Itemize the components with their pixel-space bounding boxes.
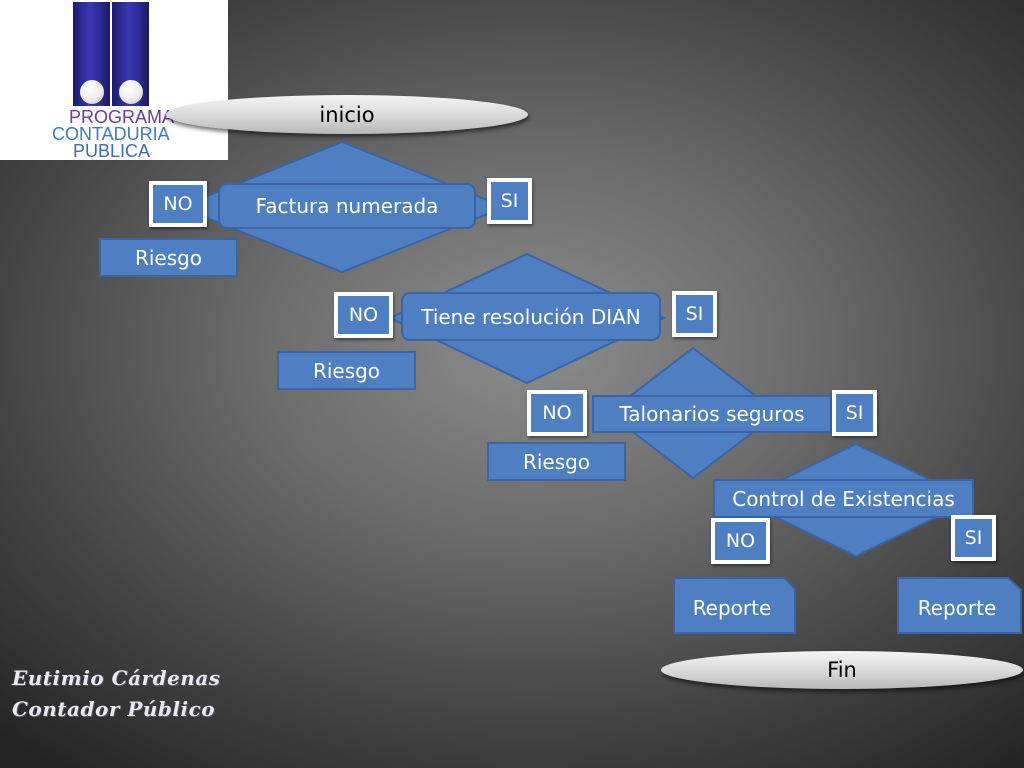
risk-box-3: Riesgo	[487, 442, 626, 481]
report-label-1: Reporte	[692, 596, 772, 620]
logo-text-contaduria: CONTADURIA	[52, 124, 170, 144]
no-box-4: NO	[711, 518, 770, 564]
decision-label-1: Factura numerada	[218, 183, 476, 229]
si-box-4: SI	[951, 515, 996, 561]
signature-title: Contador Público	[12, 697, 216, 721]
si-box-1: SI	[487, 178, 532, 224]
end-terminal: Fin	[661, 651, 1023, 689]
risk-box-1: Riesgo	[99, 238, 238, 277]
logo-text-programa: PROGRAMA	[69, 107, 175, 127]
decision-label-4: Control de Existencias	[713, 479, 974, 518]
report-shape-2	[897, 577, 1022, 634]
logo-circle-right	[119, 80, 143, 104]
start-terminal: inicio	[166, 95, 528, 134]
no-box-2: NO	[334, 292, 393, 338]
si-box-3: SI	[832, 390, 877, 436]
program-logo: PROGRAMA CONTADURIA PUBLICA	[0, 0, 228, 160]
decision-label-3: Talonarios seguros	[592, 395, 832, 433]
report-shape-1	[673, 577, 796, 634]
signature-name: Eutimio Cárdenas	[12, 666, 221, 690]
risk-box-2: Riesgo	[277, 351, 416, 390]
decision-label-2: Tiene resolución DIAN	[401, 292, 661, 341]
logo-text-publica: PUBLICA	[73, 141, 151, 161]
no-box-1: NO	[149, 181, 207, 227]
no-box-3: NO	[527, 390, 587, 436]
logo-circle-left	[80, 80, 104, 104]
report-label-2: Reporte	[917, 596, 997, 620]
si-box-2: SI	[672, 291, 717, 337]
